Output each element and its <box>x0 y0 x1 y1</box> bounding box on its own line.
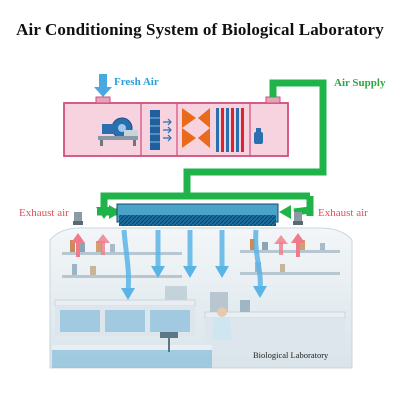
laboratory-scene <box>49 227 353 369</box>
exhaust-air-left-label: Exhaust air <box>19 207 69 219</box>
fan-icon <box>98 117 138 146</box>
humidifier-icon <box>254 128 263 144</box>
air-handling-unit <box>63 96 289 157</box>
coil-icon <box>182 108 210 148</box>
air-supply-label: Air Supply <box>334 77 386 89</box>
laboratory-caption: Biological Laboratory <box>253 350 329 360</box>
fresh-air-arrow <box>94 74 112 97</box>
airflow-arrows <box>121 229 267 300</box>
heater-icon <box>216 108 244 152</box>
filter-icon <box>150 110 172 150</box>
exhaust-air-right-label: Exhaust air <box>318 207 368 219</box>
hepa-filter-icon <box>116 203 279 226</box>
exhaust-arrows <box>71 212 305 257</box>
fresh-air-label: Fresh Air <box>114 76 159 88</box>
diagram-title: Air Conditioning System of Biological La… <box>16 20 384 39</box>
supply-air-duct <box>96 79 327 219</box>
